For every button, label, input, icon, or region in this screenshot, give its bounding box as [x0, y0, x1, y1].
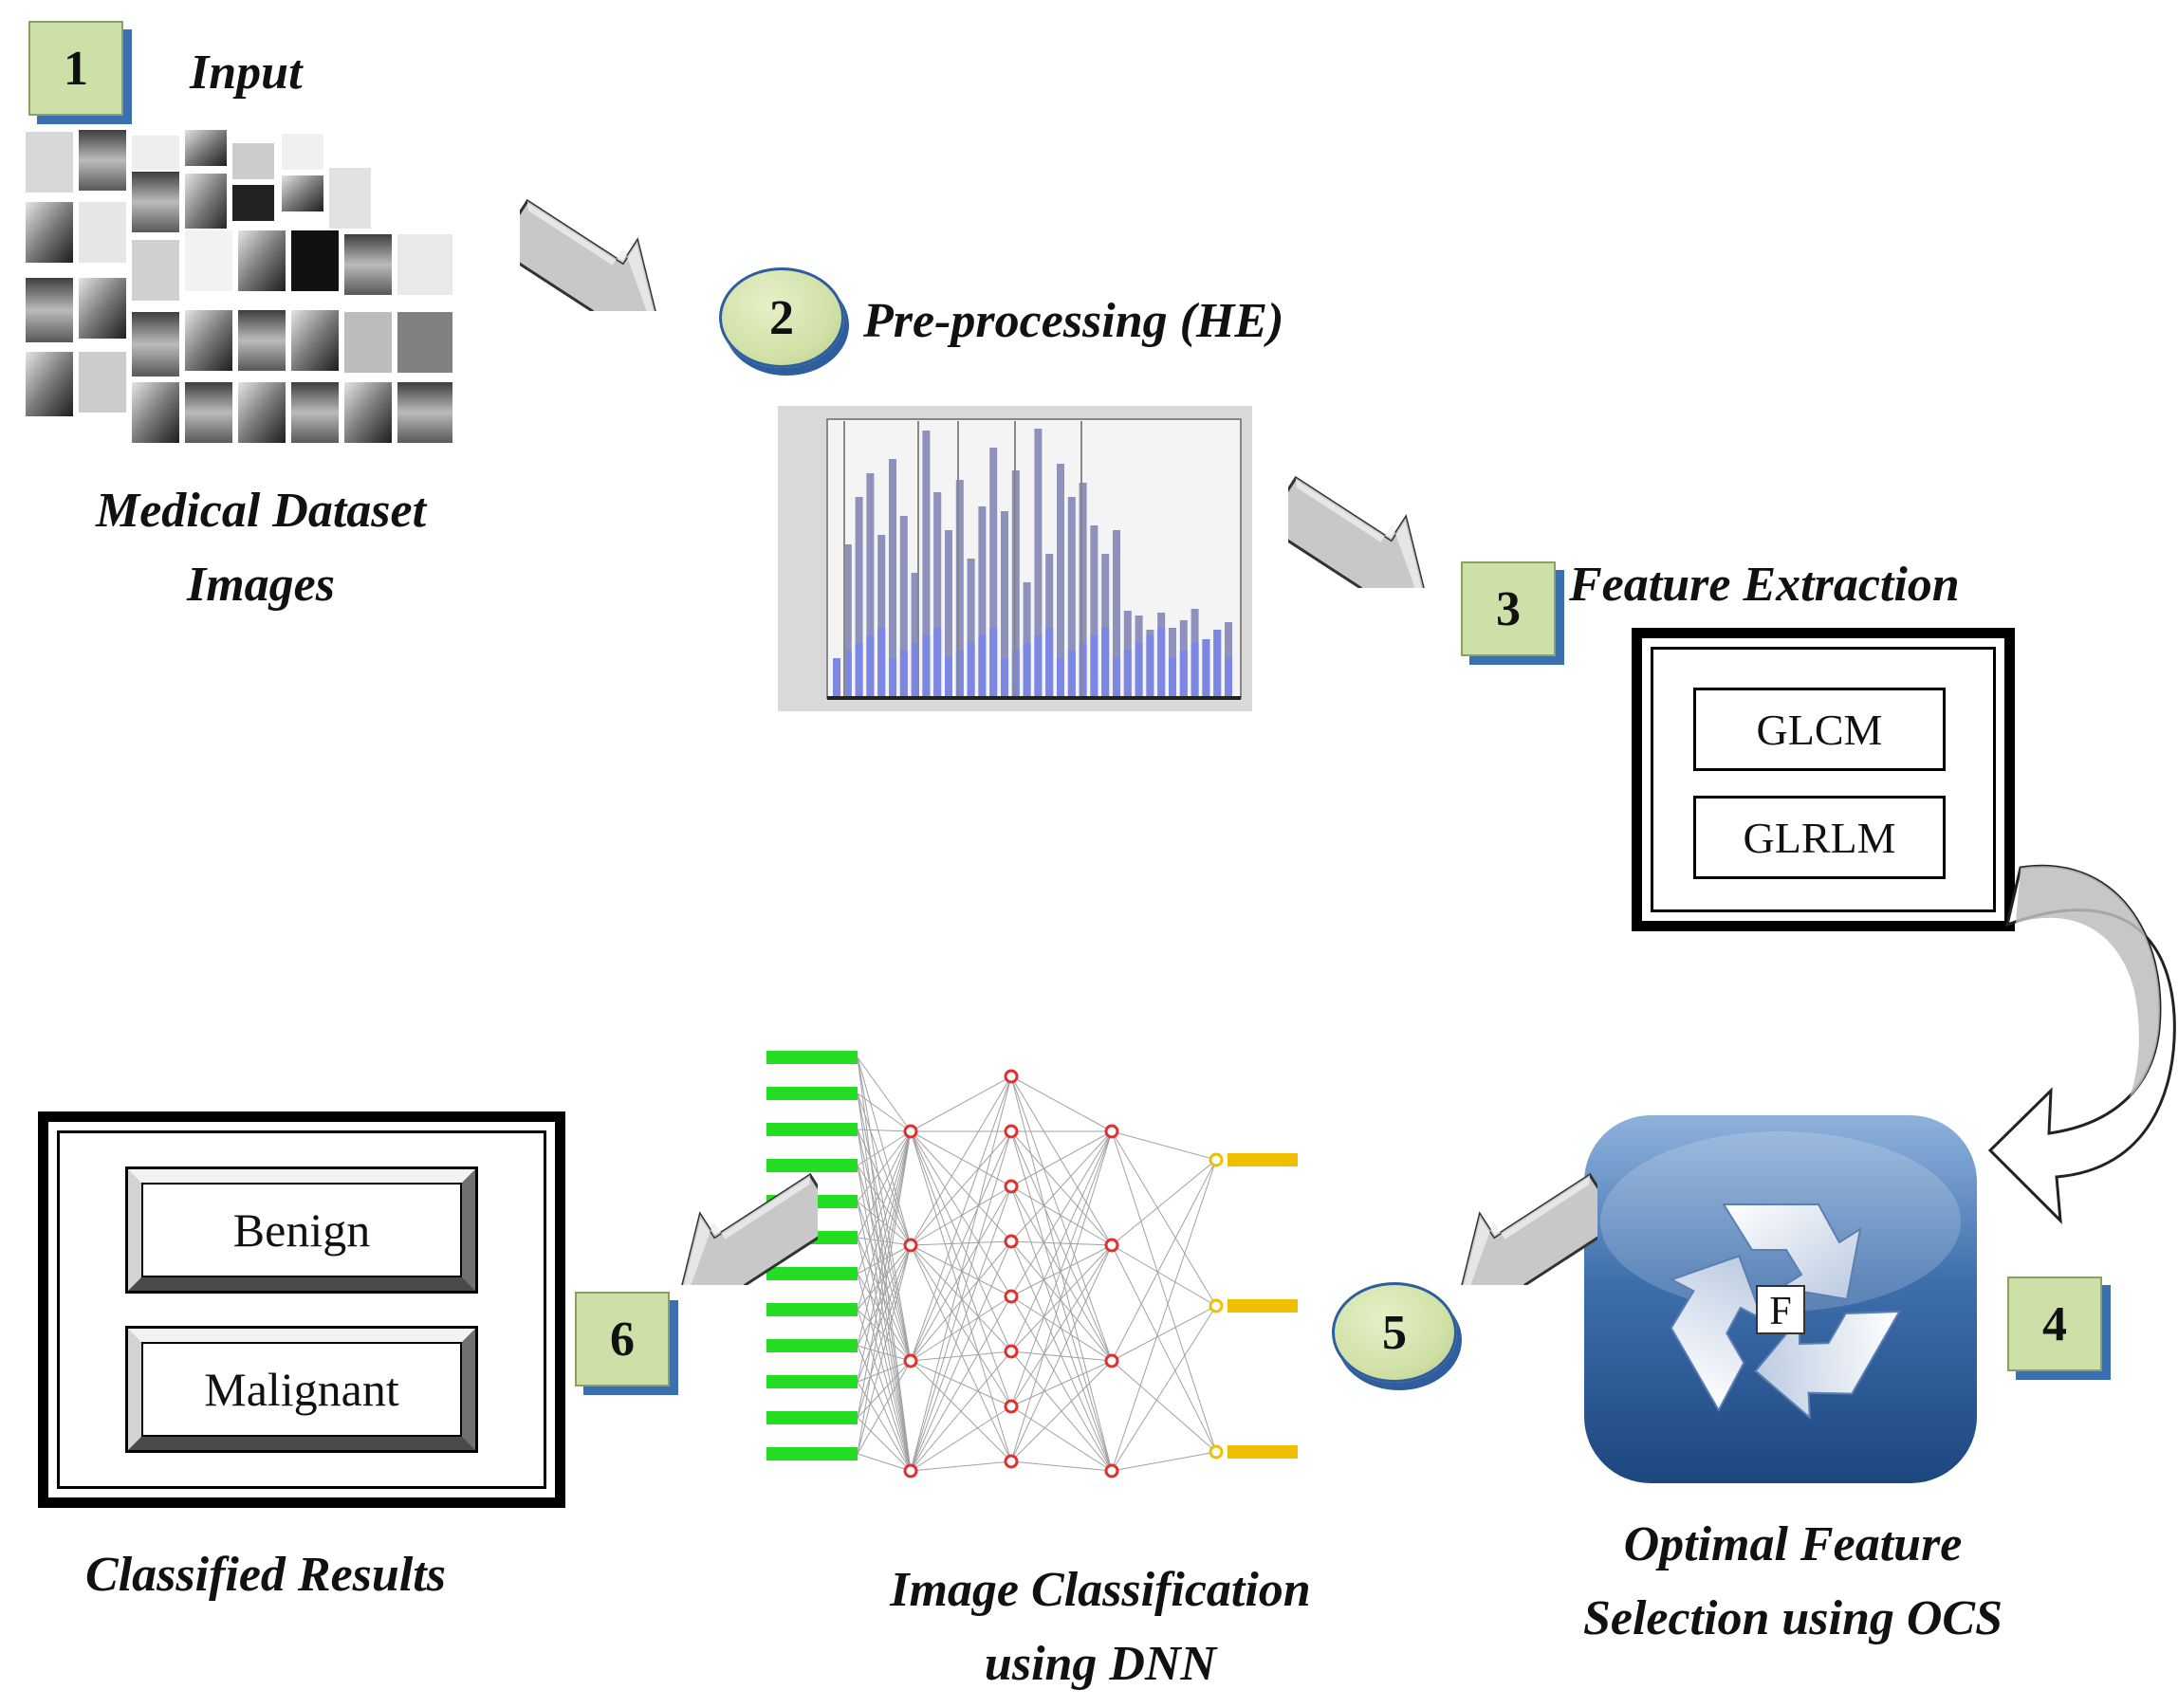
- step5-caption-line2: using DNN: [984, 1637, 1217, 1691]
- result-label-malignant: Malignant: [204, 1363, 399, 1416]
- step6-badge: 6: [575, 1292, 670, 1387]
- flow-arrow-1-2: [520, 198, 659, 311]
- recycle-icon: F: [1584, 1115, 1977, 1483]
- step1-badge: 1: [28, 21, 123, 116]
- feature-item-glrlm: GLRLM: [1693, 796, 1946, 879]
- step2-title: Pre-processing (HE): [863, 294, 1284, 348]
- flow-arrow-5-6: [678, 1172, 818, 1285]
- step4-badge: 4: [2007, 1276, 2102, 1371]
- flow-arrow-4-5: [1458, 1172, 1597, 1285]
- step6-caption: Classified Results: [85, 1548, 446, 1602]
- flow-arrow-2-3: [1288, 475, 1428, 588]
- xray-image-collage: [25, 128, 454, 445]
- result-label-benign: Benign: [232, 1203, 371, 1257]
- result-item-malignant: Malignant: [125, 1326, 478, 1453]
- step5-number: 5: [1382, 1305, 1407, 1360]
- feature-extraction-box: GLCM GLRLM: [1632, 628, 2015, 931]
- step6-number: 6: [610, 1312, 635, 1367]
- step1-caption: Medical Dataset Images: [38, 474, 484, 622]
- step3-title: Feature Extraction: [1569, 558, 1960, 612]
- step4-caption-line1: Optimal Feature: [1623, 1517, 1963, 1571]
- flow-arrow-3-4: [1987, 864, 2176, 1224]
- step1-number: 1: [64, 41, 88, 96]
- neural-network-diagram: [766, 1051, 1298, 1478]
- step4-caption: Optimal Feature Selection using OCS: [1499, 1508, 2087, 1656]
- step2-badge: 2: [719, 267, 844, 368]
- classified-results-box: Benign Malignant: [38, 1111, 565, 1508]
- result-item-benign: Benign: [125, 1166, 478, 1294]
- histogram-chart: [778, 406, 1252, 711]
- step4-caption-line2: Selection using OCS: [1582, 1591, 2003, 1645]
- step5-caption-line1: Image Classification: [890, 1563, 1311, 1617]
- step1-title: Input: [190, 46, 303, 100]
- step2-number: 2: [769, 290, 794, 345]
- step1-caption-line2: Images: [187, 558, 335, 612]
- recycle-icon-letter: F: [1769, 1290, 1791, 1333]
- feature-item-glcm: GLCM: [1693, 688, 1946, 771]
- step1-caption-line1: Medical Dataset: [95, 484, 427, 538]
- step5-caption: Image Classification using DNN: [797, 1553, 1404, 1701]
- step5-badge: 5: [1332, 1282, 1457, 1383]
- step4-number: 4: [2042, 1296, 2067, 1351]
- step3-number: 3: [1496, 581, 1521, 636]
- step3-badge: 3: [1461, 561, 1556, 656]
